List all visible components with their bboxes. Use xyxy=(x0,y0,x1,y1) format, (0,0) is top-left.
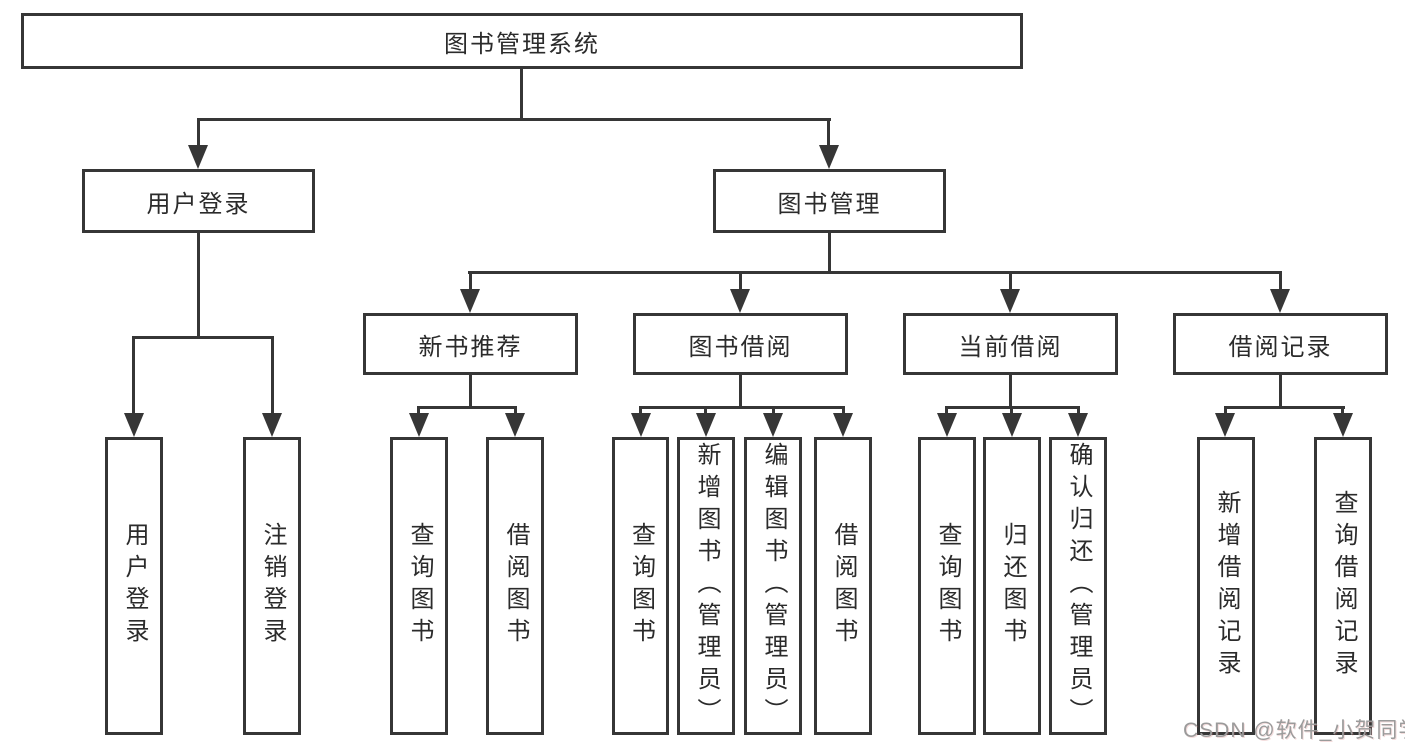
csdn-watermark: CSDN @软件_小贺同学 xyxy=(1183,719,1405,742)
arrow-down-icon xyxy=(460,289,480,313)
arrow-down-icon xyxy=(631,413,651,437)
connector-line xyxy=(1009,271,1012,293)
leaf-return-books: 归还图书 xyxy=(983,437,1041,735)
leaf-borrow-books: 借阅图书 xyxy=(486,437,544,735)
connector-line xyxy=(842,406,845,418)
connector-line xyxy=(827,118,830,150)
connector-line xyxy=(639,406,845,409)
leaf-query-borrow-record: 查询借阅记录 xyxy=(1314,437,1372,735)
node-borrow-records: 借阅记录 xyxy=(1173,313,1388,375)
connector-line xyxy=(639,406,642,418)
connector-line xyxy=(197,118,200,150)
connector-line xyxy=(469,375,472,409)
connector-line xyxy=(132,336,135,416)
connector-line xyxy=(469,271,472,293)
connector-line xyxy=(520,68,523,120)
leaf-add-borrow-record: 新增借阅记录 xyxy=(1197,437,1255,735)
connector-line xyxy=(468,271,1281,274)
leaf-logout: 注销登录 xyxy=(243,437,301,735)
connector-line xyxy=(1010,406,1013,418)
connector-line xyxy=(739,271,742,293)
leaf-query-books: 查询图书 xyxy=(918,437,976,735)
arrow-down-icon xyxy=(696,413,716,437)
connector-line xyxy=(197,118,831,121)
leaf-edit-books-admin: 编辑图书（管理员） xyxy=(744,437,802,735)
node-book-borrow: 图书借阅 xyxy=(633,313,848,375)
connector-line xyxy=(271,336,274,416)
connector-line xyxy=(197,233,200,339)
leaf-add-books-admin: 新增图书（管理员） xyxy=(677,437,735,735)
connector-line xyxy=(132,336,274,339)
connector-line xyxy=(1077,406,1080,418)
connector-line xyxy=(828,233,831,274)
connector-line xyxy=(1341,406,1344,418)
arrow-down-icon xyxy=(505,413,525,437)
connector-line xyxy=(1279,271,1282,293)
node-book-management: 图书管理 xyxy=(713,169,946,233)
arrow-down-icon xyxy=(1068,413,1088,437)
arrow-down-icon xyxy=(833,413,853,437)
node-user-login: 用户登录 xyxy=(82,169,315,233)
connector-line xyxy=(514,406,517,418)
arrow-down-icon xyxy=(763,413,783,437)
node-library-system: 图书管理系统 xyxy=(21,13,1023,69)
arrow-down-icon xyxy=(188,145,208,169)
arrow-down-icon xyxy=(1002,413,1022,437)
arrow-down-icon xyxy=(1215,413,1235,437)
connector-line xyxy=(945,406,948,418)
connector-line xyxy=(1224,406,1227,418)
arrow-down-icon xyxy=(819,145,839,169)
arrow-down-icon xyxy=(262,413,282,437)
arrow-down-icon xyxy=(937,413,957,437)
arrow-down-icon xyxy=(1333,413,1353,437)
arrow-down-icon xyxy=(409,413,429,437)
leaf-query-books: 查询图书 xyxy=(390,437,448,735)
leaf-user-login: 用户登录 xyxy=(105,437,163,735)
connector-line xyxy=(1009,375,1012,409)
node-new-book-recommend: 新书推荐 xyxy=(363,313,578,375)
connector-line xyxy=(1224,406,1345,409)
arrow-down-icon xyxy=(1000,289,1020,313)
node-current-borrow: 当前借阅 xyxy=(903,313,1118,375)
connector-line xyxy=(739,375,742,409)
leaf-query-books: 查询图书 xyxy=(612,437,669,735)
arrow-down-icon xyxy=(124,413,144,437)
leaf-borrow-books: 借阅图书 xyxy=(814,437,872,735)
connector-line xyxy=(417,406,420,418)
connector-line xyxy=(772,406,775,418)
connector-line xyxy=(417,406,517,409)
arrow-down-icon xyxy=(730,289,750,313)
connector-line xyxy=(704,406,707,418)
leaf-confirm-return-admin: 确认归还（管理员） xyxy=(1049,437,1107,735)
arrow-down-icon xyxy=(1270,289,1290,313)
connector-line xyxy=(1279,375,1282,409)
